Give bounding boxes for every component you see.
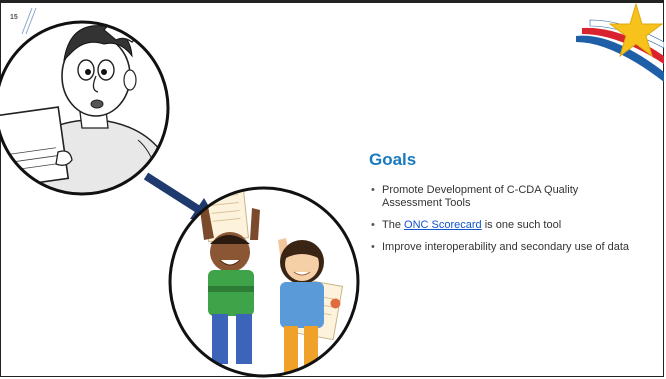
goal-item: Promote Development of C-CDA Quality Ass…	[369, 184, 639, 210]
goal-item: Improve interoperability and secondary u…	[369, 241, 639, 254]
goal-text-suffix: is one such tool	[481, 219, 562, 231]
goal-item: The ONC Scorecard is one such tool	[369, 219, 639, 232]
goal-text: Improve interoperability and secondary u…	[382, 241, 630, 253]
happy-kids-illustration	[168, 186, 360, 378]
worried-man-illustration	[0, 20, 170, 196]
onc-scorecard-link[interactable]: ONC Scorecard	[404, 219, 482, 231]
goals-panel: Goals Promote Development of C-CDA Quali…	[369, 150, 639, 263]
slide-number: 15	[10, 14, 18, 21]
goal-text: Promote Development of C-CDA Quality Ass…	[382, 184, 579, 209]
goals-list: Promote Development of C-CDA Quality Ass…	[369, 184, 639, 254]
goals-title: Goals	[369, 150, 417, 169]
slash-decoration-icon	[21, 7, 37, 35]
goal-text-prefix: The	[382, 219, 405, 231]
star-logo-icon	[576, 2, 664, 82]
